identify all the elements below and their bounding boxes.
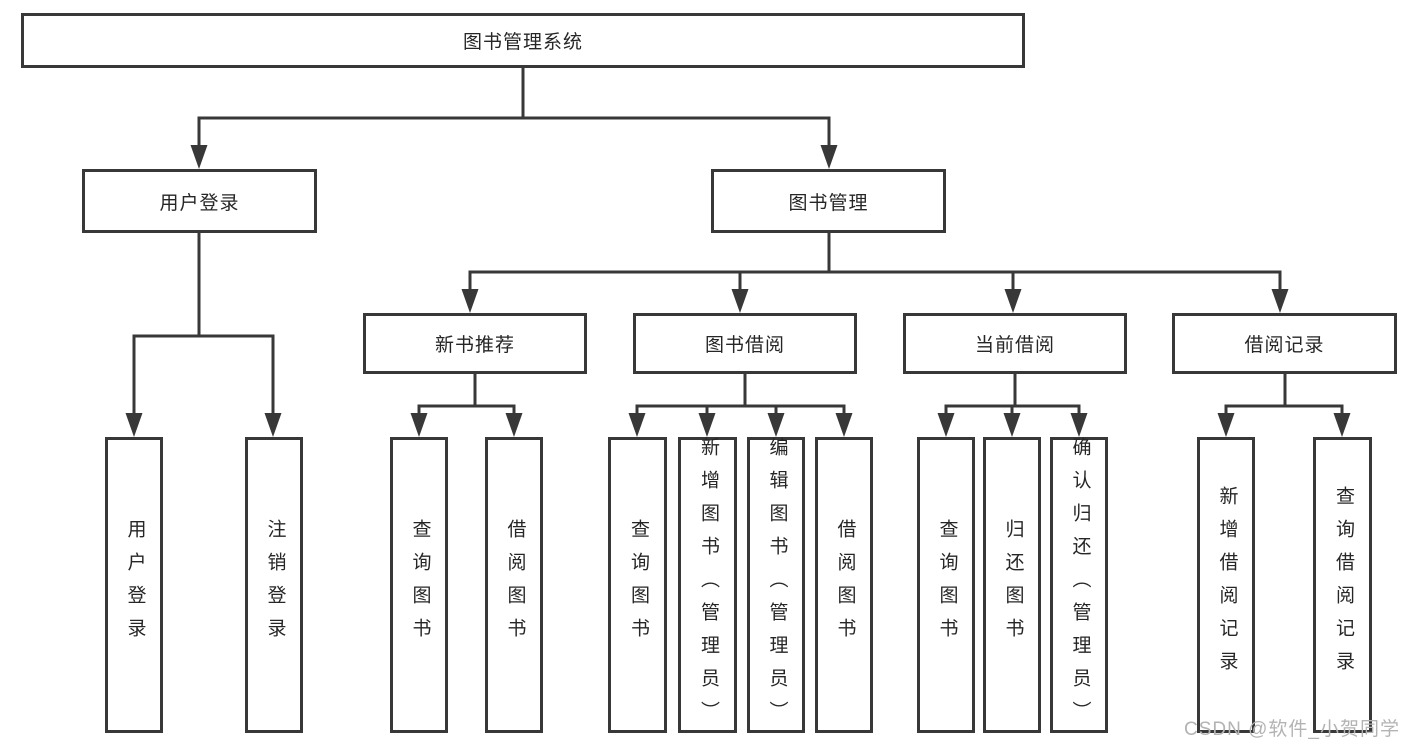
leaf-borrowing-query-books: 查询图书: [608, 437, 667, 733]
node-current-borrowing: 当前借阅: [903, 313, 1127, 374]
node-book-borrowing: 图书借阅: [633, 313, 857, 374]
leaf-user-login: 用户登录: [105, 437, 163, 733]
leaf-add-books-admin-label: 新增图书（管理员）: [697, 436, 719, 734]
leaf-confirm-return-admin-label: 确认归还（管理员）: [1069, 436, 1091, 734]
leaf-query-borrow-record-label: 查询借阅记录: [1332, 486, 1354, 684]
leaf-recommend-borrow-books: 借阅图书: [485, 437, 543, 733]
leaf-edit-books-admin: 编辑图书（管理员）: [747, 436, 805, 734]
leaf-confirm-return-admin: 确认归还（管理员）: [1050, 436, 1108, 734]
node-new-book-recommend: 新书推荐: [363, 313, 587, 374]
leaf-recommend-query-books: 查询图书: [390, 437, 448, 733]
leaf-add-borrow-record-label: 新增借阅记录: [1216, 486, 1238, 684]
leaf-query-borrow-record: 查询借阅记录: [1313, 437, 1372, 733]
leaf-borrowing-query-books-label: 查询图书: [627, 519, 649, 651]
leaf-add-borrow-record: 新增借阅记录: [1197, 437, 1255, 733]
leaf-add-books-admin: 新增图书（管理员）: [678, 436, 737, 734]
leaf-current-query-books: 查询图书: [917, 437, 975, 733]
node-root-system: 图书管理系统: [21, 13, 1025, 68]
node-borrowing-records: 借阅记录: [1172, 313, 1397, 374]
leaf-return-books-label: 归还图书: [1002, 519, 1024, 651]
csdn-watermark: CSDN @软件_小贺同学: [1184, 719, 1400, 740]
leaf-edit-books-admin-label: 编辑图书（管理员）: [766, 436, 788, 734]
node-user-login: 用户登录: [82, 169, 317, 233]
leaf-current-query-books-label: 查询图书: [936, 519, 958, 651]
leaf-recommend-borrow-books-label: 借阅图书: [504, 519, 526, 651]
leaf-logout: 注销登录: [245, 437, 303, 733]
leaf-return-books: 归还图书: [983, 437, 1041, 733]
leaf-logout-label: 注销登录: [264, 519, 286, 651]
leaf-borrowing-borrow-books-label: 借阅图书: [834, 519, 856, 651]
leaf-borrowing-borrow-books: 借阅图书: [815, 437, 873, 733]
node-book-management: 图书管理: [711, 169, 946, 233]
leaf-user-login-label: 用户登录: [124, 519, 146, 651]
leaf-recommend-query-books-label: 查询图书: [409, 519, 431, 651]
